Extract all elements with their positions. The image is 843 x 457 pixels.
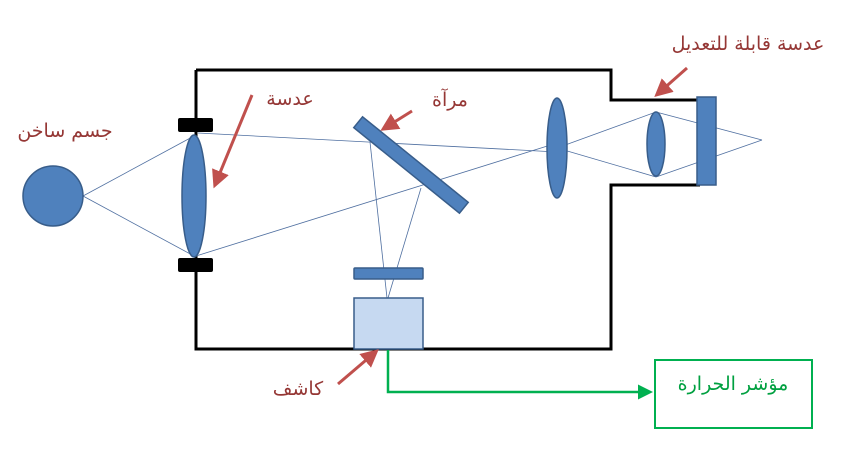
aperture-bottom (178, 258, 213, 272)
adjustable-lens-pointer-arrow (654, 66, 688, 97)
aperture-top (178, 118, 213, 132)
mirror-label: مرآة (432, 87, 468, 111)
adjustable-lens (646, 111, 666, 177)
housing (194, 68, 700, 351)
detector (353, 297, 424, 350)
relay-lens (546, 97, 568, 199)
filter (353, 267, 424, 280)
temperature-indicator-label: مؤشر الحرارة (678, 373, 789, 395)
eyepiece (696, 96, 717, 186)
mirror (352, 115, 470, 215)
hot-body-label: جسم ساخن (17, 120, 112, 142)
mirror-pointer-arrow (380, 109, 413, 131)
lens-pointer-arrow (212, 94, 254, 189)
adjustable-lens-label: عدسة قابلة للتعديل (672, 33, 825, 55)
detector-label: كاشف (273, 378, 324, 400)
temperature-indicator-box (654, 359, 813, 429)
detector-pointer-arrow (337, 349, 379, 386)
lens-label: عدسة (266, 88, 313, 110)
objective-lens (181, 134, 207, 258)
hot-body (22, 165, 84, 227)
signal-line (386, 350, 653, 400)
